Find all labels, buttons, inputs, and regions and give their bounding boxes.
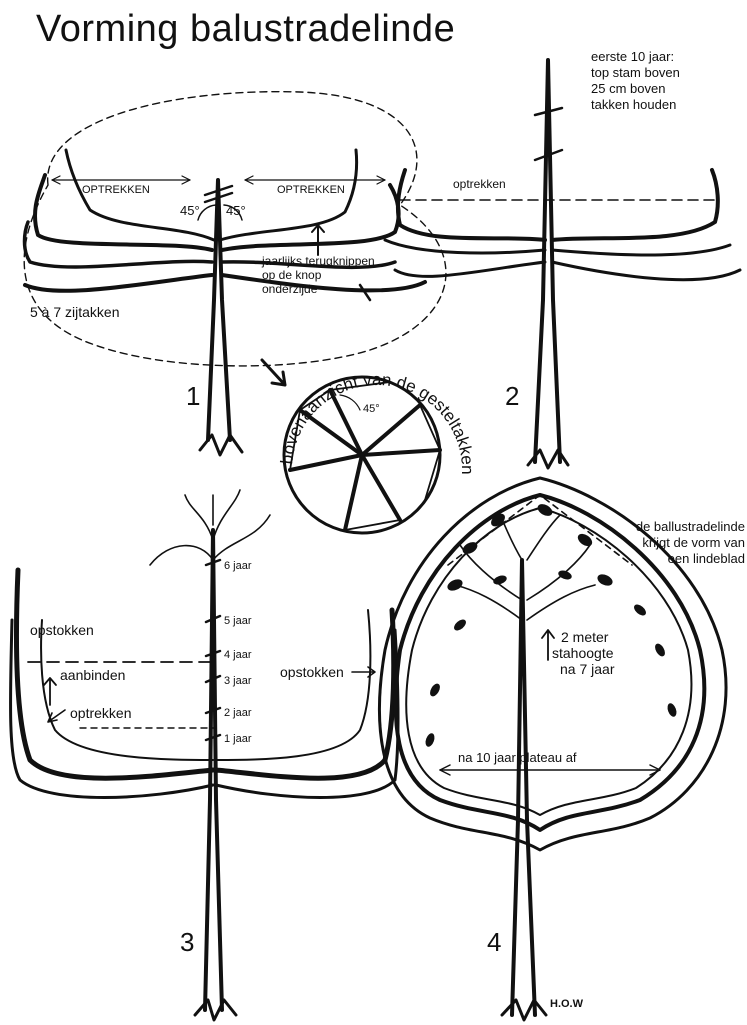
panel3-tie-label: aanbinden bbox=[60, 667, 125, 683]
panel1-angle-right: 45° bbox=[226, 204, 246, 219]
panel3-year-1: 1 jaar bbox=[224, 733, 252, 746]
panel4-height-note-1: 2 meter bbox=[561, 629, 608, 645]
panel2-top-note-2: top stam boven bbox=[591, 66, 680, 81]
panel2-number: 2 bbox=[505, 382, 519, 412]
panel4-height-note-2: stahoogte bbox=[552, 645, 614, 661]
panel3-year-3: 3 jaar bbox=[224, 675, 252, 688]
panel4-height-note-3: na 7 jaar bbox=[560, 661, 614, 677]
panel4-shape-note-1: de ballustradelinde bbox=[636, 520, 745, 535]
panel4-number: 4 bbox=[487, 928, 501, 958]
panel4-shape-note-3: een lindeblad bbox=[668, 552, 745, 567]
top-view-angle: 45° bbox=[363, 403, 380, 416]
page-title: Vorming balustradelinde bbox=[36, 8, 455, 52]
panel3-number: 3 bbox=[180, 928, 194, 958]
panel2-top-note-4: takken houden bbox=[591, 98, 676, 113]
panel3-stake-left: opstokken bbox=[30, 622, 94, 638]
panel3-year-2: 2 jaar bbox=[224, 707, 252, 720]
panel2-top-note-1: eerste 10 jaar: bbox=[591, 50, 674, 65]
panel1-number: 1 bbox=[186, 382, 200, 412]
panel1-angle-left: 45° bbox=[180, 204, 200, 219]
panel3-year-4: 4 jaar bbox=[224, 649, 252, 662]
signature: H.O.W bbox=[550, 998, 583, 1011]
panel-1-tree bbox=[24, 92, 446, 455]
panel1-prune-note-3: onderzijde bbox=[262, 283, 317, 297]
panel4-plateau-note: na 10 jaar plateau af bbox=[458, 751, 577, 766]
panel1-prune-note-1: jaarlijks terugknippen bbox=[262, 255, 375, 269]
panel3-stake-right: opstokken bbox=[280, 664, 344, 680]
panel1-pull-label-left: OPTREKKEN bbox=[82, 184, 150, 197]
top-view-caption: bovenaanzicht van de gesteltakken bbox=[277, 370, 477, 475]
panel2-top-note-3: 25 cm boven bbox=[591, 82, 665, 97]
panel3-pull-label: optrekken bbox=[70, 705, 131, 721]
panel1-branches-note: 5 à 7 zijtakken bbox=[30, 304, 120, 320]
panel4-shape-note-2: krijgt de vorm van bbox=[642, 536, 745, 551]
panel1-pull-label-right: OPTREKKEN bbox=[277, 184, 345, 197]
panel3-year-6: 6 jaar bbox=[224, 560, 252, 573]
panel3-year-5: 5 jaar bbox=[224, 615, 252, 628]
panel2-pull-label: optrekken bbox=[453, 178, 506, 192]
panel-3-tree bbox=[10, 490, 398, 1020]
panel1-prune-note-2: op de knop bbox=[262, 269, 321, 283]
